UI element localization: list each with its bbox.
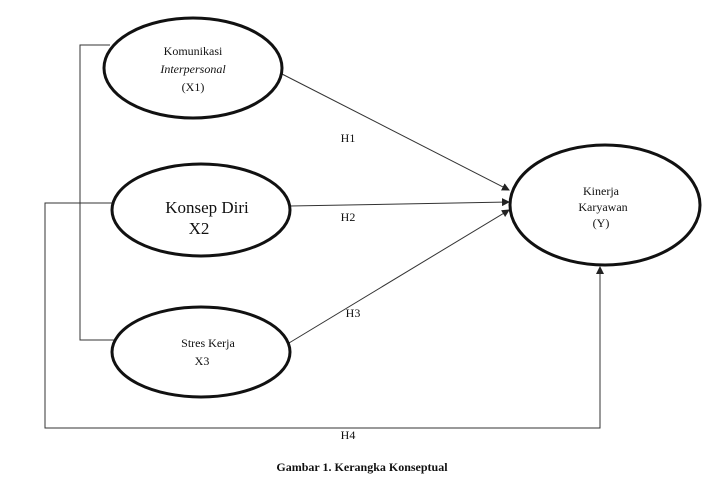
x2-label-1: Konsep Diri	[165, 198, 249, 217]
y-label-2: Karyawan	[578, 200, 627, 214]
h4-path	[44, 202, 604, 429]
x2-label-2: X2	[189, 219, 210, 238]
x1-label-1: Komunikasi	[164, 44, 223, 58]
h1-label: H1	[341, 131, 356, 145]
x3-label-1: Stres Kerja	[181, 336, 235, 350]
y-label-1: Kinerja	[583, 184, 620, 198]
h3-arrow	[288, 209, 510, 344]
h3-label: H3	[346, 306, 361, 320]
node-x3	[110, 305, 292, 399]
x1-label-3: (X1)	[182, 80, 205, 94]
figure-caption: Gambar 1. Kerangka Konseptual	[276, 460, 448, 474]
bracket-x1-x3	[79, 44, 115, 341]
x1-label-2: Interpersonal	[159, 62, 226, 76]
x3-label-2: X3	[195, 354, 210, 368]
h2-label: H2	[341, 210, 356, 224]
y-label-3: (Y)	[593, 216, 610, 230]
h4-label: H4	[341, 428, 356, 442]
node-y	[508, 143, 702, 267]
node-x2	[110, 162, 292, 258]
node-x1	[102, 16, 284, 120]
h1-arrow	[281, 73, 510, 191]
h2-arrow	[289, 198, 510, 207]
